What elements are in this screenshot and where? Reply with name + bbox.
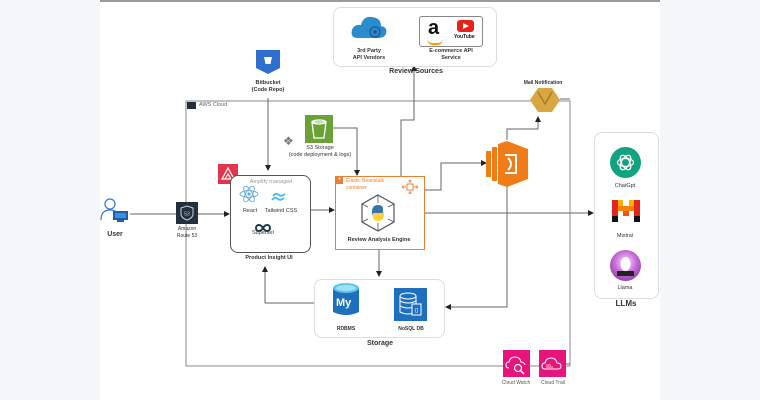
review-analysis-engine-title: Review Analysis Engine: [347, 237, 411, 243]
mixtral-icon: [612, 200, 640, 227]
amazon-icon: a: [428, 17, 440, 39]
cloudwatch-label: Cloud Watch: [501, 380, 531, 386]
storage-title: Storage: [366, 340, 394, 347]
route53-label: Amazon Route 53: [176, 226, 198, 239]
tailwind-label: Tailwind CSS: [264, 208, 298, 214]
llama-label: Llama: [617, 285, 633, 291]
aws-cloud-boundary: [185, 100, 571, 367]
top-border: [100, 0, 660, 2]
scaling-icon: [401, 179, 419, 199]
svg-text:53: 53: [184, 212, 190, 218]
youtube-label: YouTube: [454, 34, 475, 40]
svg-text:{}: {}: [415, 308, 419, 314]
mixtral-label: Mixtral: [616, 233, 634, 239]
nosql-label: NoSQL DB: [398, 326, 424, 332]
youtube-icon: [457, 20, 474, 32]
edge-beanstalk-lambda: [424, 160, 487, 191]
user-label: User: [107, 231, 123, 238]
cloudtrail-label: Cloud Trail: [541, 380, 565, 386]
chatgpt-icon: [610, 147, 641, 178]
chatgpt-label: ChatGpt: [614, 183, 636, 189]
mail-notification-label: Mail Notification: [523, 80, 563, 86]
llms-title: LLMs: [615, 299, 637, 308]
edge-rdbms-amplify: [262, 266, 332, 304]
mysql-rdbms-icon: [333, 283, 359, 322]
edge-beanstalk-reviewsources: [400, 65, 417, 176]
python-container-icon: [358, 193, 398, 238]
rdbms-label: RDBMS: [336, 326, 356, 332]
product-insight-ui-title: Product Insight UI: [245, 255, 293, 261]
edge-s3-beanstalk: [333, 127, 360, 176]
beanstalk-container-label: Elastic Beanstalk container: [346, 178, 385, 191]
cloudtrail-icon: [539, 350, 566, 377]
react-icon: [239, 185, 259, 207]
third-party-api-label: 3rd Party API Vendors: [352, 48, 386, 61]
nosql-db-icon: {}: [394, 288, 427, 321]
beanstalk-icon: +: [336, 177, 343, 184]
route53-icon: 53: [176, 202, 198, 224]
llama-icon: [610, 250, 641, 281]
edge-lambda-mail: [506, 116, 541, 140]
tailwind-icon: [271, 189, 287, 207]
lambda-icon: [486, 141, 528, 192]
s3-icon: [305, 115, 333, 143]
amazon-smile-icon: [427, 39, 443, 45]
elastic-beanstalk-container: [335, 176, 425, 250]
s3-label: S3 Storage (code deployment & logs): [288, 145, 352, 158]
cloudwatch-icon: [503, 350, 530, 377]
aws-cloud-icon: [187, 102, 196, 109]
review-sources-title: Review Sources: [389, 68, 443, 75]
react-label: React: [242, 208, 258, 214]
superset-label: Superset: [251, 230, 274, 236]
ecommerce-api-label: E-commerce API Service: [429, 48, 473, 61]
edge-lambda-nosql: [445, 185, 508, 310]
aws-cloud-label: AWS Cloud: [199, 102, 228, 108]
user-icon: [100, 198, 130, 229]
bitbucket-icon: [256, 50, 280, 79]
superset-icon: [254, 220, 272, 238]
third-party-api-icon: [350, 14, 388, 47]
amplify-managed-label: Amplify managed: [249, 179, 293, 185]
bitbucket-label: Bitbucket (Code Repo): [251, 80, 285, 93]
ses-mail-icon: [530, 88, 560, 117]
mysql-glyph: My: [336, 297, 352, 309]
component-icon: ❖: [283, 134, 294, 148]
